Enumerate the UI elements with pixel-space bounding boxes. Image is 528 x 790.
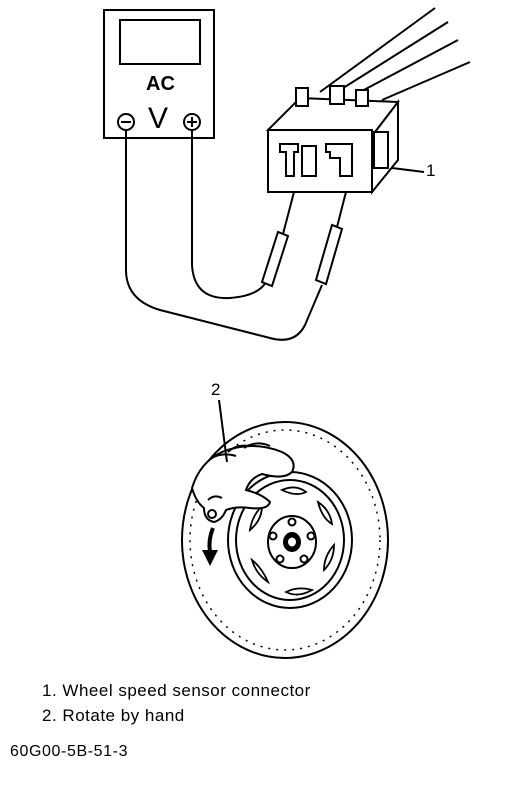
figure-code: 60G00-5B-51-3: [10, 743, 129, 760]
wheel-speed-sensor-connector: [265, 7, 471, 195]
wheel-hub: [267, 515, 317, 569]
legend-item: 2. Rotate by hand: [42, 703, 311, 728]
meter-mode-label: AC: [146, 73, 175, 95]
legend: 1. Wheel speed sensor connector 2. Rotat…: [42, 678, 311, 728]
meter-display: [119, 19, 201, 65]
positive-lead-wire: [191, 130, 267, 300]
legend-number: 1.: [42, 681, 58, 700]
ac-voltmeter: AC V: [103, 9, 215, 139]
legend-number: 2.: [42, 706, 58, 725]
meter-unit-label: V: [148, 102, 168, 135]
callout-connector: 1: [426, 161, 436, 180]
rotation-arrow-icon: [202, 527, 218, 566]
rim-vent-slots: [248, 486, 335, 596]
lug-nuts: [268, 517, 316, 564]
hand-icon: [190, 399, 295, 524]
legend-item: 1. Wheel speed sensor connector: [42, 678, 311, 703]
negative-lead-wire: [125, 130, 323, 341]
legend-text: Rotate by hand: [62, 706, 185, 725]
callout-hand: 2: [211, 380, 221, 399]
test-leads: [125, 130, 350, 341]
legend-text: Wheel speed sensor connector: [62, 681, 311, 700]
